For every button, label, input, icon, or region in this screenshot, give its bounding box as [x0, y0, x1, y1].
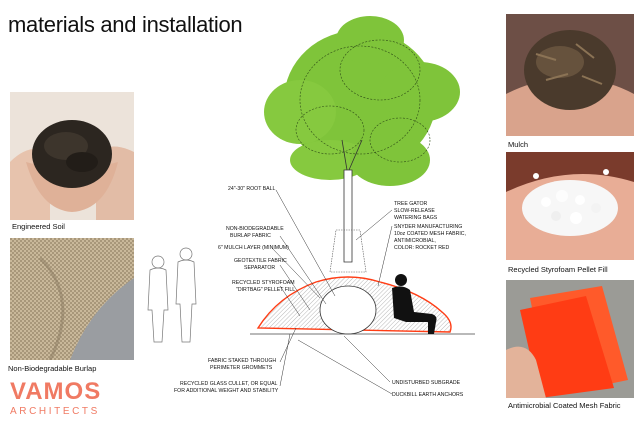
label-root-ball: 24"-30" ROOT BALL [228, 186, 276, 192]
caption-mulch: Mulch [508, 140, 529, 149]
page-title: materials and installation [8, 12, 243, 37]
label-geotextile-1: GEOTEXTILE FABRIC [234, 258, 287, 264]
caption-burlap: Non-Biodegradable Burlap [8, 364, 97, 373]
label-burlap-fabric-2: BURLAP FABRIC [230, 233, 271, 239]
seated-person [392, 274, 437, 334]
label-geotextile-2: SEPARATOR [244, 265, 275, 271]
caption-mesh: Antimicrobial Coated Mesh Fabric [508, 401, 621, 410]
label-tree-gator-1: TREE GATOR [394, 201, 427, 207]
label-glass-cullet-2: FOR ADDITIONAL WEIGHT AND STABILITY [174, 388, 279, 394]
label-fabric-staked-1: FABRIC STAKED THROUGH [208, 358, 276, 364]
label-snyder-3: ANTIMICROBIAL, [394, 238, 436, 244]
logo-subtitle: ARCHITECTS [10, 406, 100, 417]
photo-burlap [10, 238, 134, 360]
people-outline [147, 247, 197, 343]
tree-trunk [343, 169, 353, 263]
label-styrofoam-2: "DIRTBAG" PELLET FILL [236, 287, 295, 293]
tree-foliage [264, 16, 460, 186]
label-glass-cullet-1: RECYCLED GLASS CULLET, OR EQUAL [180, 381, 278, 387]
label-mulch-layer: 6" MULCH LAYER (MINIMUM) [218, 245, 289, 251]
label-tree-gator-3: WATERING BAGS [394, 215, 438, 221]
label-snyder-2: 10oz COATED MESH FABRIC, [394, 231, 466, 237]
label-burlap-fabric-1: NON-BIODEGRADABLE [226, 226, 284, 232]
photo-engineered-soil [10, 92, 134, 220]
watering-bag [329, 229, 367, 273]
label-snyder-4: COLOR: ROCKET RED [394, 245, 449, 251]
root-ball [319, 285, 377, 335]
label-subgrade: UNDISTURBED SUBGRADE [392, 380, 461, 386]
label-fabric-staked-2: PERIMETER GROMMETS [210, 365, 273, 371]
photo-mesh [506, 280, 634, 398]
installation-diagram: 24"-30" ROOT BALL NON-BIODEGRADABLE BURL… [147, 16, 475, 398]
photo-styrofoam [506, 152, 634, 260]
label-anchors: DUCKBILL EARTH ANCHORS [392, 392, 464, 398]
label-styrofoam-1: RECYCLED STYROFOAM [232, 280, 295, 286]
logo-name: VAMOS [10, 378, 102, 405]
vamos-logo: VAMOS ARCHITECTS [10, 378, 102, 418]
photo-mulch [506, 14, 634, 136]
caption-styrofoam: Recycled Styrofoam Pellet Fill [508, 265, 608, 274]
label-snyder-1: SNYDER MANUFACTURING [394, 224, 462, 230]
label-tree-gator-2: SLOW-RELEASE [394, 208, 435, 214]
caption-engineered-soil: Engineered Soil [12, 222, 65, 231]
